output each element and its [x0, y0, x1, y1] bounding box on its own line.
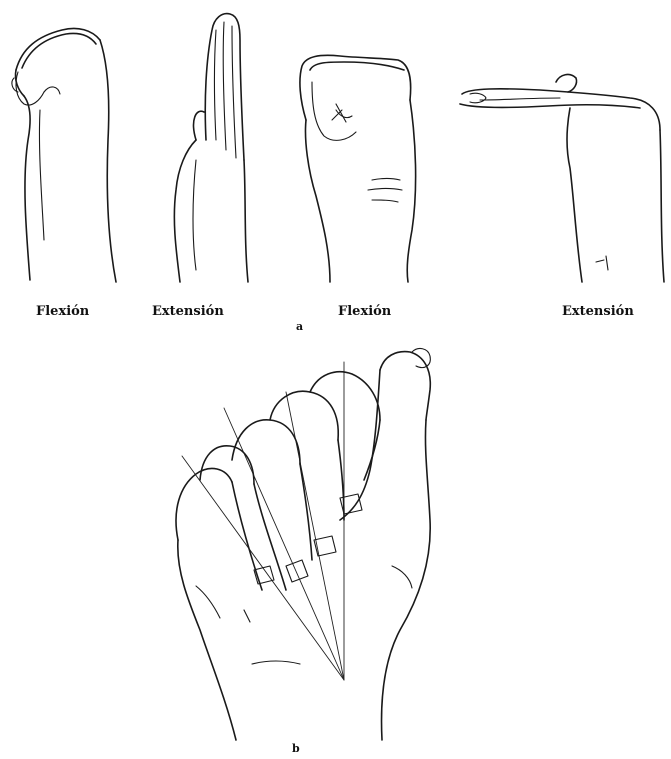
panel-b-letter: b: [292, 742, 300, 755]
caption-flexion-1: Flexión: [36, 304, 90, 319]
hand-side-flexion-drawing: [12, 28, 116, 282]
fist-convergence-drawing: [176, 349, 430, 740]
hand-front-flexion-drawing: [300, 55, 416, 282]
caption-extension-1: Extensión: [152, 304, 224, 319]
hand-side-extension-flat-drawing: [460, 75, 664, 282]
panel-b: b: [176, 349, 430, 755]
panel-a-letter: a: [296, 320, 303, 333]
caption-flexion-2: Flexión: [338, 304, 392, 319]
panel-a: Flexión Extensión Flexión Extensión a: [12, 14, 664, 333]
caption-extension-2: Extensión: [562, 304, 634, 319]
hand-side-extension-drawing: [174, 14, 248, 282]
